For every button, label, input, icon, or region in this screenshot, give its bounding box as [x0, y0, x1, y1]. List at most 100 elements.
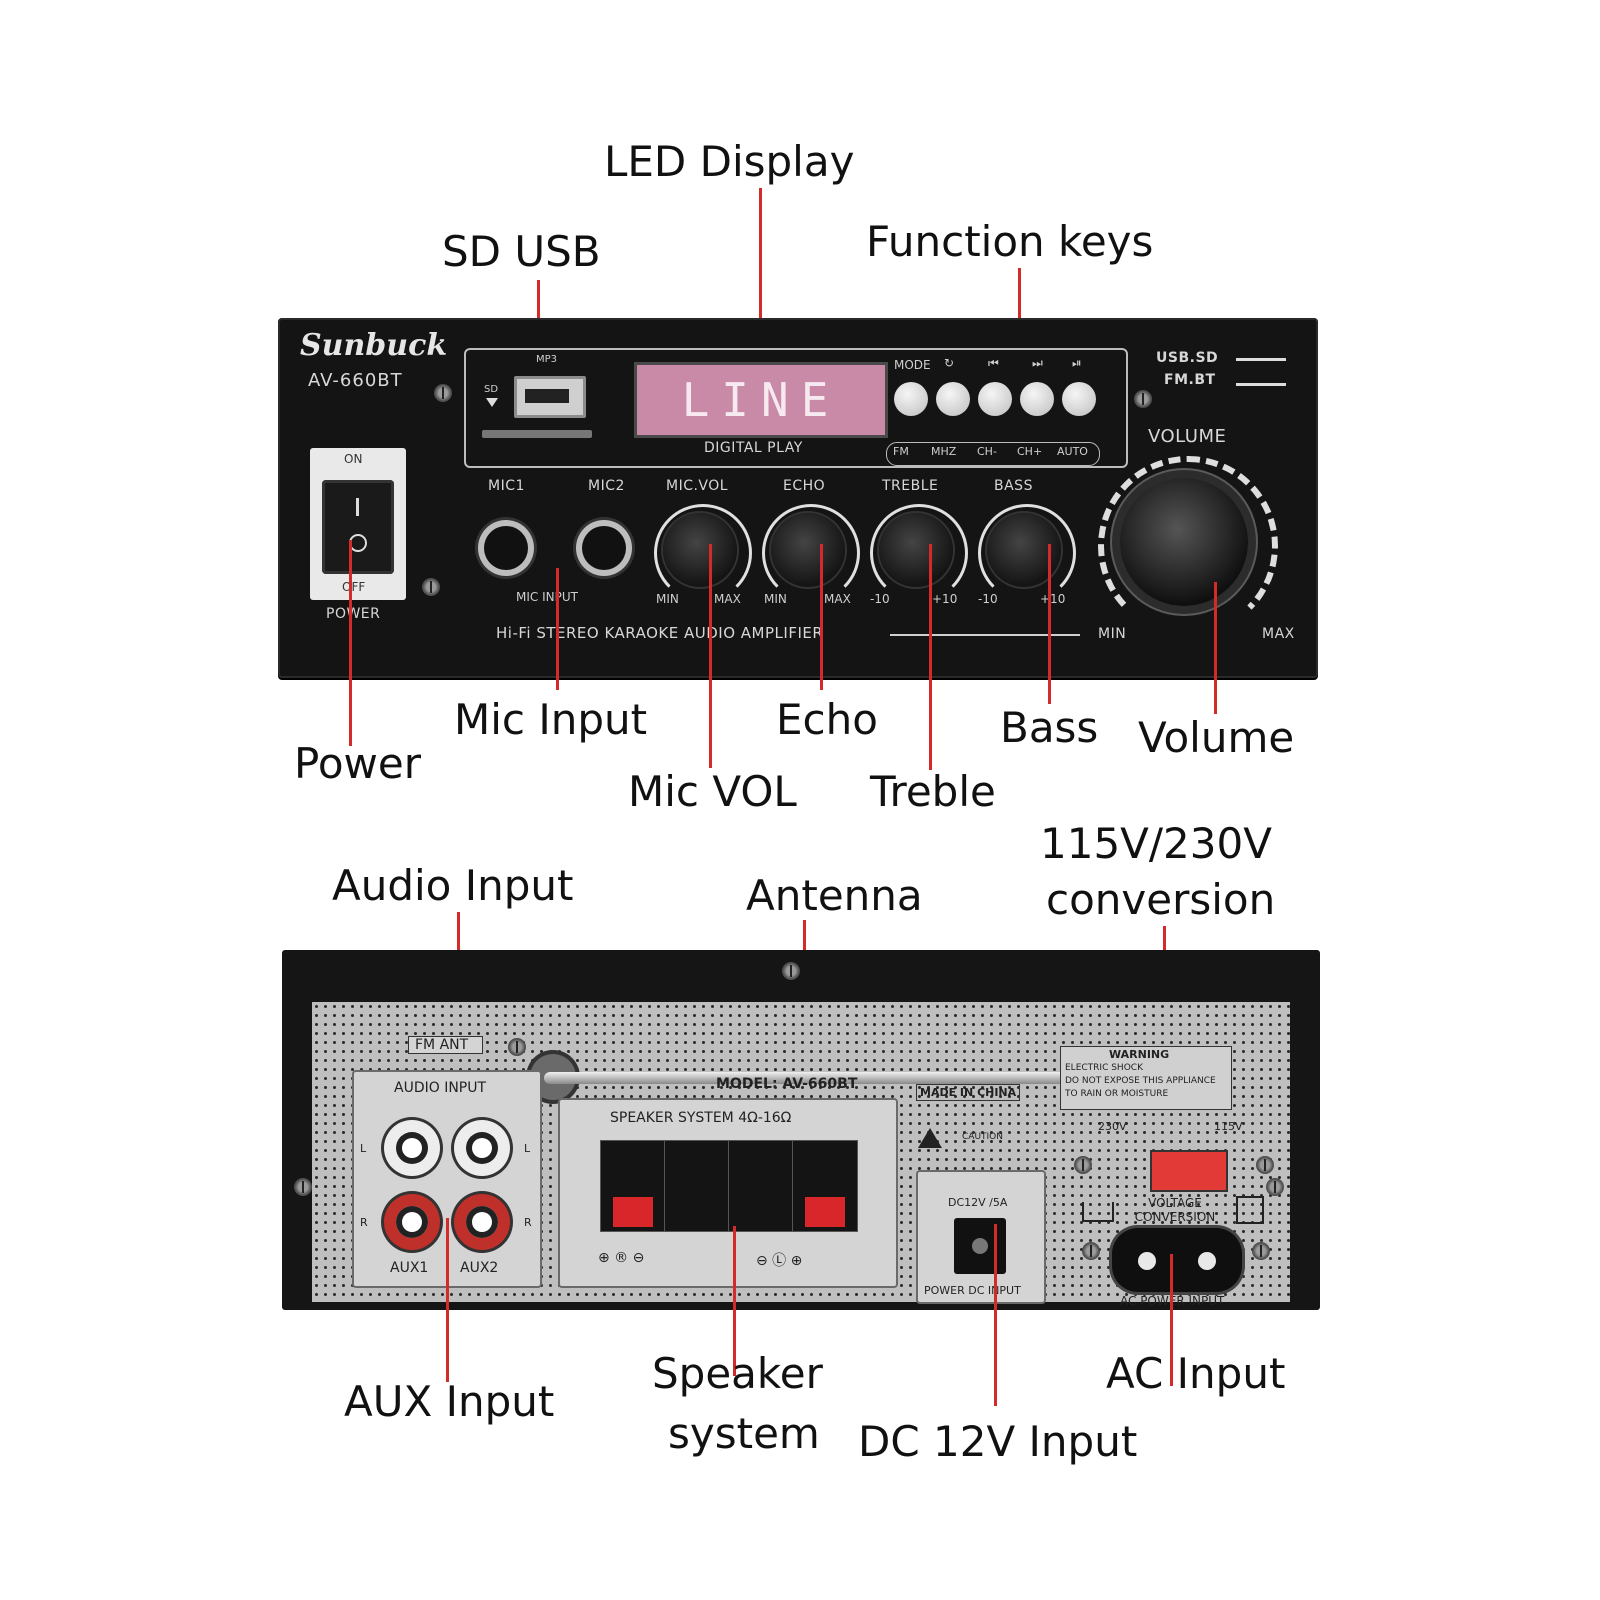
right-channel-marking: ⊕ ® ⊖ — [598, 1250, 645, 1266]
play-pause-icon: ⏯ — [1072, 356, 1082, 370]
speaker-terminal-r-plus[interactable] — [600, 1140, 666, 1232]
callout-speaker-line1: Speaker — [652, 1349, 823, 1398]
mic-vol-max: MAX — [714, 592, 741, 606]
auto-label: AUTO — [1057, 445, 1088, 458]
volume-knob[interactable] — [1120, 478, 1248, 606]
callout-mic-input: Mic Input — [454, 695, 648, 744]
echo-knob[interactable] — [771, 513, 845, 587]
mic-vol-scale — [654, 504, 752, 602]
power-on-mark-icon — [356, 498, 359, 516]
aux2-label: AUX2 — [460, 1260, 499, 1276]
audio-input-plate: AUDIO INPUT L L R R AUX1 AUX2 — [352, 1070, 542, 1288]
treble-min: -10 — [870, 592, 890, 606]
aux1-left-rca[interactable] — [384, 1120, 440, 1176]
screw-icon — [1074, 1156, 1092, 1174]
voltage-selector-switch[interactable] — [1150, 1150, 1228, 1192]
mic2-jack[interactable] — [582, 526, 626, 570]
fm-ant-label: FM ANT — [408, 1036, 484, 1054]
callout-volume: Volume — [1138, 713, 1295, 762]
leader-led-display — [759, 188, 762, 374]
screw-icon — [782, 962, 800, 980]
screw-icon — [508, 1038, 526, 1056]
leader-speaker-system — [733, 1226, 736, 1376]
treble-knob[interactable] — [879, 513, 953, 587]
treble-scale — [870, 504, 968, 602]
previous-button[interactable] — [978, 382, 1012, 416]
usb-sd-label: USB.SD — [1156, 350, 1219, 366]
aux2-right-rca[interactable] — [454, 1194, 510, 1250]
screw-icon — [1266, 1178, 1284, 1196]
leader-dc-input — [994, 1224, 997, 1406]
ac-pin — [1138, 1252, 1156, 1270]
play-pause-button[interactable] — [1062, 382, 1096, 416]
bass-min: -10 — [978, 592, 998, 606]
screw-icon — [434, 384, 452, 402]
repeat-button[interactable] — [936, 382, 970, 416]
leader-bass — [1048, 544, 1051, 704]
echo-scale — [762, 504, 860, 602]
v230-label: 230V — [1098, 1120, 1127, 1133]
sd-card-slot[interactable] — [482, 430, 592, 438]
speaker-system-label: SPEAKER SYSTEM 4Ω-16Ω — [610, 1110, 792, 1126]
callout-mic-vol: Mic VOL — [628, 767, 797, 816]
screw-icon — [1252, 1242, 1270, 1260]
screw-icon — [1256, 1156, 1274, 1174]
power-label: POWER — [326, 606, 381, 622]
rear-panel: FM ANT AUDIO INPUT L L R R AUX1 AUX2 MOD… — [282, 950, 1320, 1310]
warning-box: WARNING ELECTRIC SHOCK DO NOT EXPOSE THI… — [1060, 1046, 1232, 1110]
aux1-label: AUX1 — [390, 1260, 429, 1276]
callout-function-keys: Function keys — [866, 217, 1154, 266]
ch-plus-label: CH+ — [1017, 445, 1043, 458]
echo-min: MIN — [764, 592, 787, 606]
previous-icon: ⏮ — [988, 356, 999, 370]
aux1-right-rca[interactable] — [384, 1194, 440, 1250]
knob-label-bass: BASS — [994, 478, 1033, 494]
callout-led-display: LED Display — [604, 137, 855, 186]
callout-antenna: Antenna — [746, 871, 923, 920]
mic1-jack[interactable] — [484, 526, 528, 570]
ac-pin — [1198, 1252, 1216, 1270]
mic-vol-min: MIN — [656, 592, 679, 606]
ac-power-inlet[interactable] — [1112, 1228, 1242, 1292]
media-module: MP3 SD LINE DIGITAL PLAY MODE ↻ ⏮ ⏭ ⏯ FM… — [464, 348, 1128, 468]
v115-label: 115V — [1214, 1120, 1243, 1133]
bass-scale — [978, 504, 1076, 602]
mode-button[interactable] — [894, 382, 928, 416]
caution-triangle-icon — [918, 1128, 942, 1148]
perforated-grille: FM ANT AUDIO INPUT L L R R AUX1 AUX2 MOD… — [294, 1002, 1290, 1308]
dc-power-jack[interactable] — [954, 1218, 1006, 1274]
leader-volume — [1214, 582, 1217, 714]
screw-icon — [1134, 390, 1152, 408]
fm-antenna[interactable] — [544, 1072, 1164, 1084]
function-label-bar: FM MHZ CH- CH+ AUTO — [886, 442, 1100, 466]
knob-label-treble: TREBLE — [882, 478, 939, 494]
made-in-label: MADE IN CHINA — [916, 1084, 1021, 1101]
warning-line: DO NOT EXPOSE THIS APPLIANCE — [1065, 1076, 1216, 1086]
mic-vol-knob[interactable] — [663, 513, 737, 587]
speaker-terminal-l-plus[interactable] — [792, 1140, 858, 1232]
voltage-conversion-label: VOLTAGE CONVERSION — [1134, 1196, 1216, 1224]
callout-voltage-line1: 115V/230V — [1040, 819, 1272, 868]
next-button[interactable] — [1020, 382, 1054, 416]
callout-bass: Bass — [1000, 703, 1099, 752]
power-switch[interactable] — [322, 480, 394, 574]
speaker-terminal-r-minus[interactable] — [664, 1140, 730, 1232]
callout-power: Power — [294, 739, 421, 788]
l-label: L — [360, 1142, 367, 1155]
power-dc-input-label: POWER DC INPUT — [924, 1284, 1021, 1297]
speaker-lines-icon — [1236, 358, 1286, 386]
callout-dc-input: DC 12V Input — [858, 1417, 1138, 1466]
ch-minus-label: CH- — [977, 445, 997, 458]
callout-sd-usb: SD USB — [442, 227, 601, 276]
warning-title: WARNING — [1109, 1048, 1170, 1061]
leader-echo — [820, 544, 823, 690]
usb-port[interactable] — [514, 376, 586, 418]
mic2-label: MIC2 — [588, 478, 625, 494]
volume-label: VOLUME — [1148, 426, 1227, 447]
aux2-left-rca[interactable] — [454, 1120, 510, 1176]
screw-icon — [294, 1178, 312, 1196]
speaker-terminal-l-minus[interactable] — [728, 1140, 794, 1232]
echo-max: MAX — [824, 592, 851, 606]
audio-input-label: AUDIO INPUT — [394, 1080, 487, 1096]
dc-input-plate: DC12V /5A POWER DC INPUT — [916, 1170, 1046, 1304]
